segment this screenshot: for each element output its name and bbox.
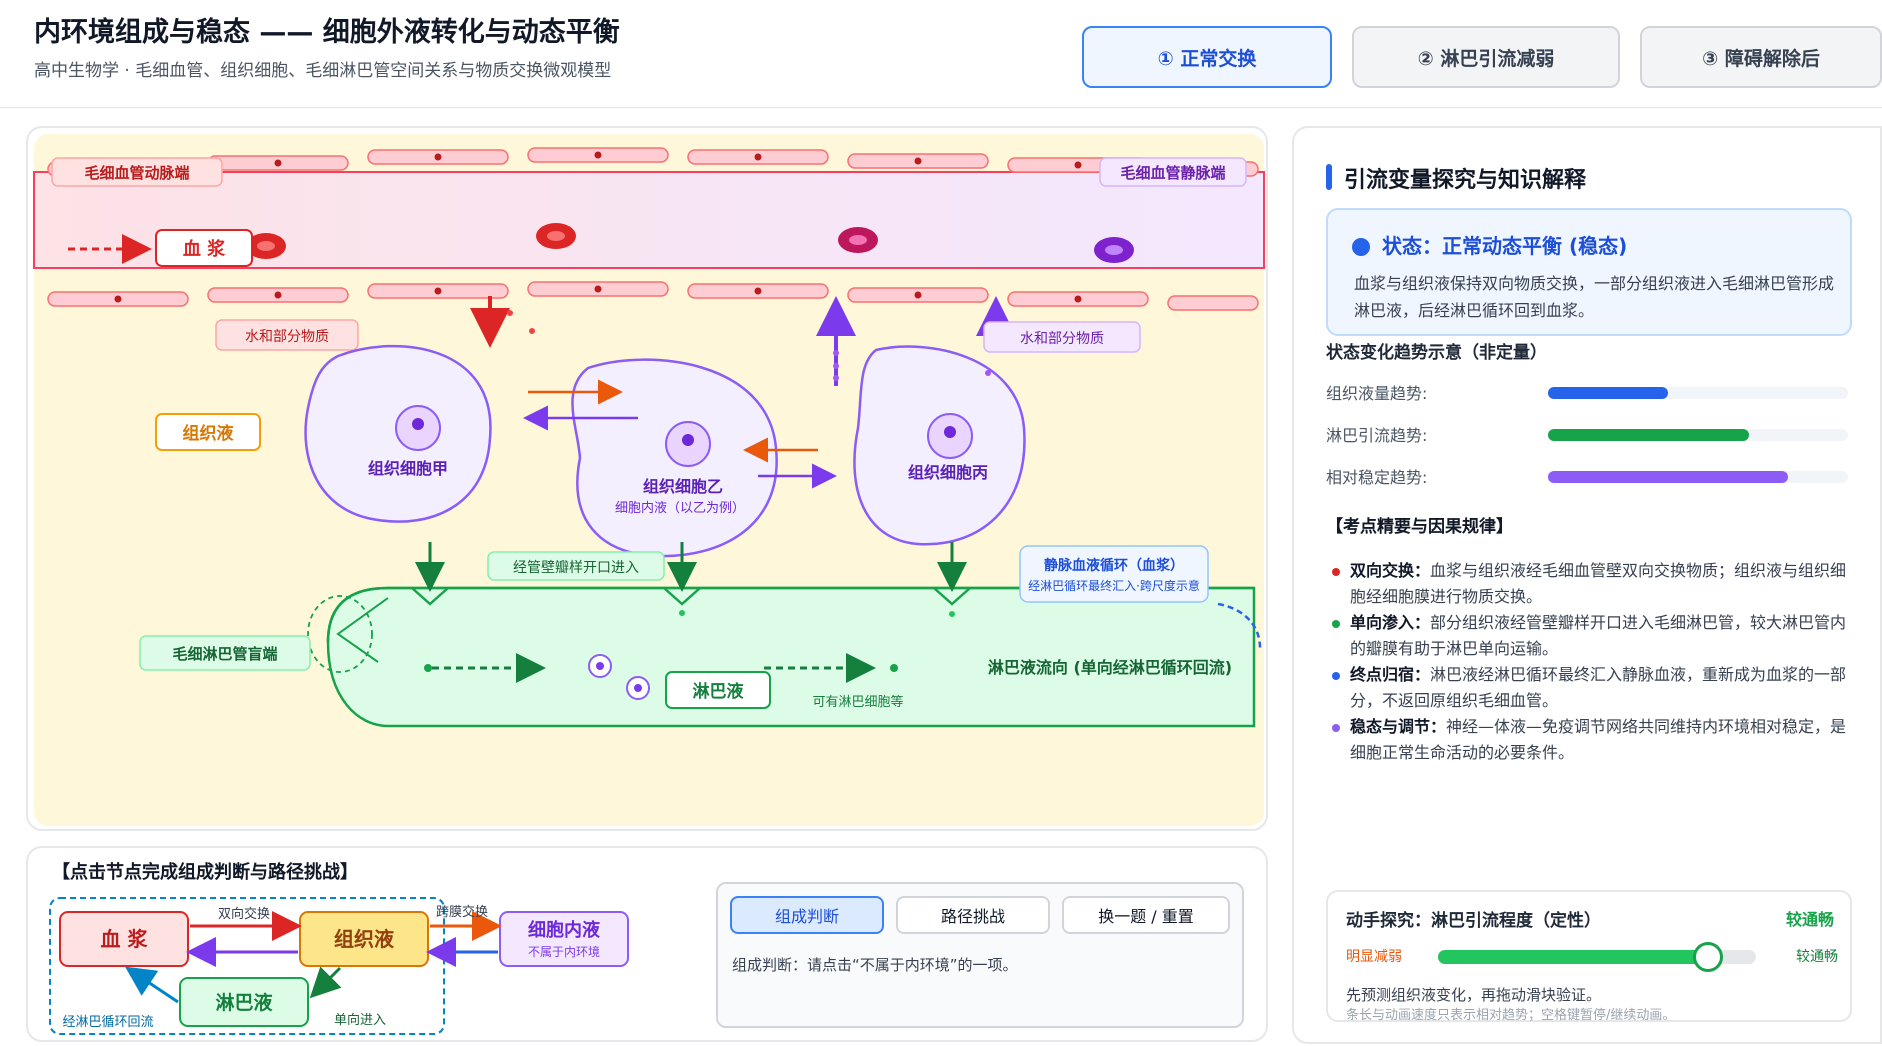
status-box: 状态：正常动态平衡 (稳态) 血浆与组织液保持双向物质交换，一部分组织液进入毛细… <box>1326 208 1852 336</box>
lymph-blind-end-label: 毛细淋巴管盲端 <box>172 645 277 663</box>
challenge-panel: 【点击节点完成组成判断与路径挑战】 血 浆 组织液 淋巴液 细胞内液 不属于内环… <box>26 846 1268 1042</box>
path-challenge-button[interactable]: 路径挑战 <box>896 896 1050 934</box>
venous-return-sub: 经淋巴循环最终汇入·跨尺度示意 <box>1028 578 1200 593</box>
challenge-title: 【点击节点完成组成判断与路径挑战】 <box>52 862 358 883</box>
tab-normal-exchange[interactable]: ① 正常交换 <box>1082 26 1332 88</box>
gap-entry-label: 经管壁瓣样开口进入 <box>513 560 639 576</box>
challenge-toolbox: 组成判断 路径挑战 换一题 / 重置 组成判断：请点击“不属于内环境”的一项。 <box>716 882 1244 1028</box>
node-lymph[interactable]: 淋巴液 <box>179 977 309 1027</box>
capillary-vein-label: 毛细血管静脉端 <box>1120 164 1225 182</box>
tab-obstacle-removed[interactable]: ③ 障碍解除后 <box>1640 26 1882 88</box>
key-point-one-way: 单向渗入：部分组织液经管壁瓣样开口进入毛细淋巴管，较大淋巴管内的瓣膜有助于淋巴单… <box>1332 610 1852 662</box>
explanation-panel: 引流变量探究与知识解释 状态：正常动态平衡 (稳态) 血浆与组织液保持双向物质交… <box>1292 126 1882 1044</box>
node-intracellular-fluid[interactable]: 细胞内液 不属于内环境 <box>499 911 629 967</box>
svg-text:组织液: 组织液 <box>334 927 395 951</box>
slider-max-label: 较通畅 <box>1796 949 1838 965</box>
cell-a-label: 组织细胞甲 <box>368 459 448 478</box>
slider-fill <box>1438 950 1709 964</box>
capillary-artery-label: 毛细血管动脉端 <box>84 164 189 182</box>
key-points-title: 【考点精要与因果规律】 <box>1326 517 1513 537</box>
trend-row-stability: 相对稳定趋势: <box>1326 464 1852 488</box>
svg-text:血 浆: 血 浆 <box>101 927 149 951</box>
composition-graph: 血 浆 组织液 淋巴液 细胞内液 不属于内环境 双向交换 跨膜交换 单向进入 经… <box>49 897 629 1035</box>
page-subtitle: 高中生物学 · 毛细血管、组织细胞、毛细淋巴管空间关系与物质交换微观模型 <box>34 61 612 81</box>
slider-hint: 先预测组织液变化，再拖动滑块验证。 <box>1346 986 1602 1004</box>
cell-b-label: 组织细胞乙 <box>643 477 723 496</box>
venous-return-title: 静脉血液循环（血浆） <box>1044 557 1184 574</box>
lymph-cells-label: 可有淋巴细胞等 <box>812 694 903 710</box>
lymph-valve-openings <box>411 587 971 606</box>
challenge-prompt: 组成判断：请点击“不属于内环境”的一项。 <box>732 956 1018 974</box>
key-point-homeostasis: 稳态与调节：神经—体液—免疫调节网络共同维持内环境相对稳定，是细胞正常生命活动的… <box>1332 714 1852 766</box>
lymph-capillary <box>326 586 1256 728</box>
trend-row-lymph-drainage: 淋巴引流趋势: <box>1326 422 1852 446</box>
node-plasma[interactable]: 血 浆 <box>59 911 189 967</box>
slider-thumb[interactable] <box>1693 942 1724 972</box>
drainage-slider[interactable] <box>1438 942 1756 972</box>
svg-text:淋巴液: 淋巴液 <box>215 991 273 1014</box>
page-title: 内环境组成与稳态 —— 细胞外液转化与动态平衡 <box>34 17 620 48</box>
trend-bar <box>1548 387 1668 399</box>
drainage-slider-box: 动手探究：淋巴引流程度（定性） 较通畅 明显减弱 较通畅 先预测组织液变化，再拖… <box>1326 890 1852 1023</box>
lymph-label: 淋巴液 <box>693 681 744 702</box>
edge-transmembrane-label: 跨膜交换 <box>436 904 488 920</box>
slider-title: 动手探究：淋巴引流程度（定性） <box>1346 911 1601 931</box>
key-point-bidirectional: 双向交换：血浆与组织液经毛细血管壁双向交换物质；组织液与组织细胞经细胞膜进行物质… <box>1332 558 1852 610</box>
svg-text:不属于内环境: 不属于内环境 <box>528 944 600 959</box>
trend-label: 组织液量趋势: <box>1326 384 1428 403</box>
composition-judgement-button[interactable]: 组成判断 <box>730 896 884 934</box>
tissue-fluid-label: 组织液 <box>183 423 234 444</box>
endothelium-bottom <box>47 281 1259 311</box>
key-point-destination: 终点归宿：淋巴液经淋巴循环最终汇入静脉血液，重新成为血浆的一部分，不返回原组织毛… <box>1332 662 1852 714</box>
trend-bar <box>1548 471 1788 483</box>
cell-b-sub: 细胞内液（以乙为例） <box>615 500 745 516</box>
trend-title: 状态变化趋势示意（非定量） <box>1326 343 1547 363</box>
node-tissue-fluid[interactable]: 组织液 <box>299 911 429 967</box>
water-in-label: 水和部分物质 <box>1020 331 1104 347</box>
slider-min-label: 明显减弱 <box>1346 949 1402 965</box>
edge-one-way-label: 单向进入 <box>334 1012 386 1028</box>
plasma-label: 血 浆 <box>183 238 226 260</box>
slider-note: 条长与动画速度只表示相对趋势；空格键暂停/继续动画。 <box>1346 1008 1676 1023</box>
diagram-stage: 血 浆 毛细血管动脉端 毛细血管静脉端 水和部分物质 水和部分物质 组织液 组织… <box>26 126 1268 831</box>
edge-lymph-return-label: 经淋巴循环回流 <box>62 1015 153 1030</box>
side-panel-title: 引流变量探究与知识解释 <box>1326 162 1586 194</box>
trend-bar <box>1548 429 1749 441</box>
status-description: 血浆与组织液保持双向物质交换，一部分组织液进入毛细淋巴管形成淋巴液，后经淋巴循环… <box>1354 274 1835 320</box>
cell-c-label: 组织细胞丙 <box>908 463 988 482</box>
slider-value: 较通畅 <box>1785 910 1834 929</box>
red-blood-cells <box>246 223 1134 263</box>
header: 内环境组成与稳态 —— 细胞外液转化与动态平衡 高中生物学 · 毛细血管、组织细… <box>0 0 1882 108</box>
status-title: 状态：正常动态平衡 (稳态) <box>1382 234 1628 258</box>
trend-label: 淋巴引流趋势: <box>1326 426 1428 445</box>
microcirculation-diagram: 血 浆 毛细血管动脉端 毛细血管静脉端 水和部分物质 水和部分物质 组织液 组织… <box>33 134 1265 826</box>
lymphocytes <box>588 654 650 700</box>
edge-bidirectional-label: 双向交换 <box>218 906 270 922</box>
svg-text:细胞内液: 细胞内液 <box>528 919 601 941</box>
trend-label: 相对稳定趋势: <box>1326 468 1428 487</box>
trend-row-tissue-fluid: 组织液量趋势: <box>1326 380 1852 404</box>
water-out-label: 水和部分物质 <box>245 329 329 345</box>
lymph-flow-label: 淋巴液流向 (单向经淋巴循环回流) <box>988 658 1232 677</box>
plasma-tag <box>155 229 253 267</box>
tab-lymph-drainage-weakened[interactable]: ② 淋巴引流减弱 <box>1352 26 1620 88</box>
status-dot-icon <box>1352 238 1370 256</box>
next-reset-button[interactable]: 换一题 / 重置 <box>1062 896 1230 934</box>
